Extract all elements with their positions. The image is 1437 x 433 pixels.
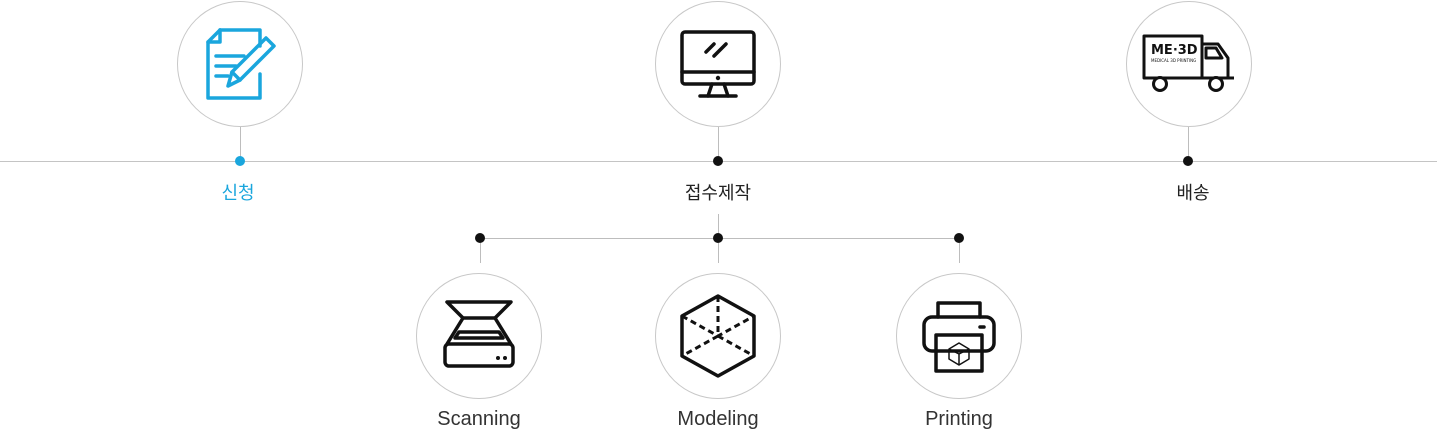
- sub-scanning-label: Scanning: [437, 408, 521, 430]
- step-production-circle: [655, 1, 781, 127]
- step-production-connector: [718, 127, 719, 161]
- sub-printing-connector: [959, 243, 960, 263]
- step-apply-label: 신청: [221, 183, 255, 204]
- flatbed-scanner-icon: [443, 300, 515, 368]
- sub-modeling-connector: [718, 243, 719, 263]
- sub-printing-dot: [954, 233, 964, 243]
- sub-printing-circle: [896, 273, 1022, 399]
- step-delivery-connector: [1188, 127, 1189, 161]
- sub-scanning-connector: [480, 243, 481, 263]
- monitor-icon: [680, 30, 756, 98]
- sub-scanning-dot: [475, 233, 485, 243]
- sub-printing-label: Printing: [925, 408, 993, 430]
- sub-scanning-circle: [416, 273, 542, 399]
- step-apply-dot: [235, 156, 245, 166]
- 3d-cube-icon: [680, 294, 756, 378]
- step-apply-connector: [240, 127, 241, 161]
- step-delivery-circle: ME·3D MEDICAL 3D PRINTING: [1126, 1, 1252, 127]
- step-delivery-dot: [1183, 156, 1193, 166]
- step-production-dot: [713, 156, 723, 166]
- sub-modeling-label: Modeling: [677, 408, 759, 430]
- step-production-label: 접수제작: [684, 183, 752, 204]
- 3d-printer-icon: [922, 301, 996, 373]
- branch-stem: [718, 214, 719, 238]
- sub-modeling-dot: [713, 233, 723, 243]
- document-pencil-icon: [206, 28, 276, 100]
- truck-tagline-text: MEDICAL 3D PRINTING: [1151, 58, 1196, 63]
- sub-modeling-circle: [655, 273, 781, 399]
- step-apply-circle: [177, 1, 303, 127]
- step-delivery-label: 배송: [1176, 183, 1210, 204]
- truck-brand-text: ME·3D: [1151, 43, 1198, 58]
- delivery-truck-icon: ME·3D MEDICAL 3D PRINTING: [1142, 34, 1234, 92]
